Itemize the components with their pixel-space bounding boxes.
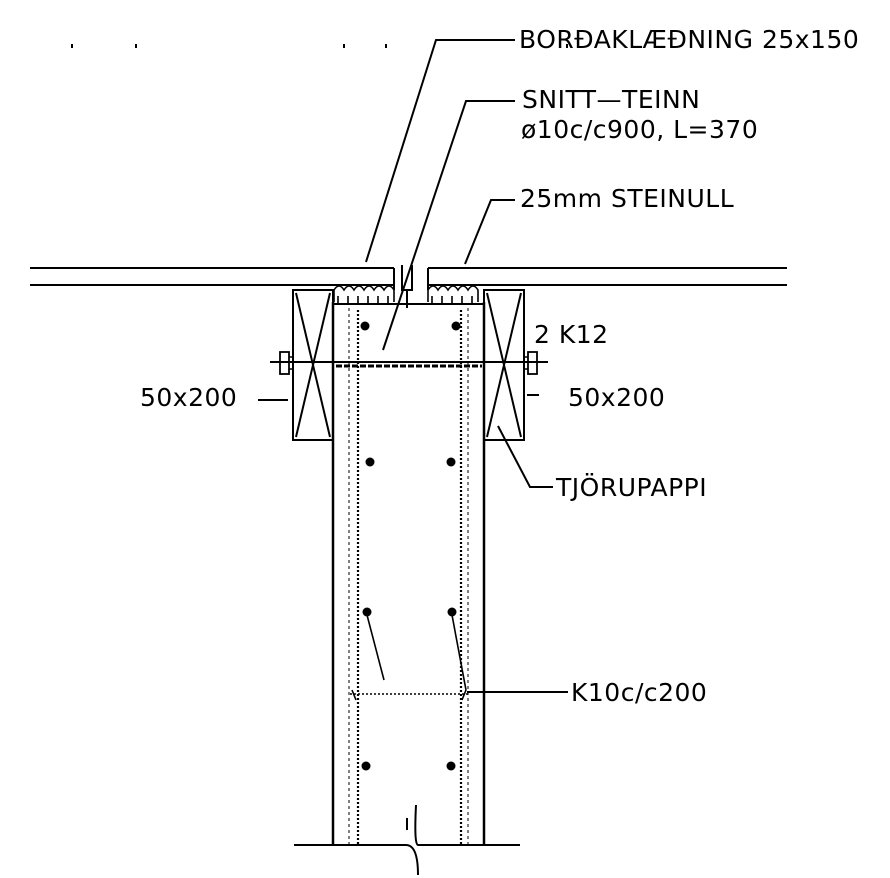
tie-rod: [270, 351, 548, 375]
timber-left-label: 50x200: [140, 383, 237, 412]
wall-break: [294, 804, 520, 876]
drawing-specks: [71, 44, 568, 48]
leader-lines: [258, 39, 568, 693]
rebar-dots: [360, 321, 461, 771]
stirrup-horizontal: [350, 614, 468, 701]
tar-paper-label: TJÖRUPAPPI: [555, 473, 707, 502]
tie-rod-spec-label: ø10c/c900, L=370: [521, 115, 758, 144]
timber-left: [292, 289, 334, 441]
tie-rod-label: SNITT—TEINN: [522, 85, 700, 114]
timber-right-label: 50x200: [568, 383, 665, 412]
rock-wool-insulation: [333, 285, 479, 304]
stirrups-label: K10c/c200: [571, 678, 707, 707]
cladding-boards: [30, 267, 787, 286]
stirrup-bars: [356, 310, 463, 845]
main-rebar-label: 2 K12: [534, 320, 609, 349]
cladding-label: BORÐAKLÆÐNING 25x150: [519, 25, 859, 54]
timber-right: [483, 289, 525, 441]
insulation-label: 25mm STEINULL: [520, 184, 734, 213]
